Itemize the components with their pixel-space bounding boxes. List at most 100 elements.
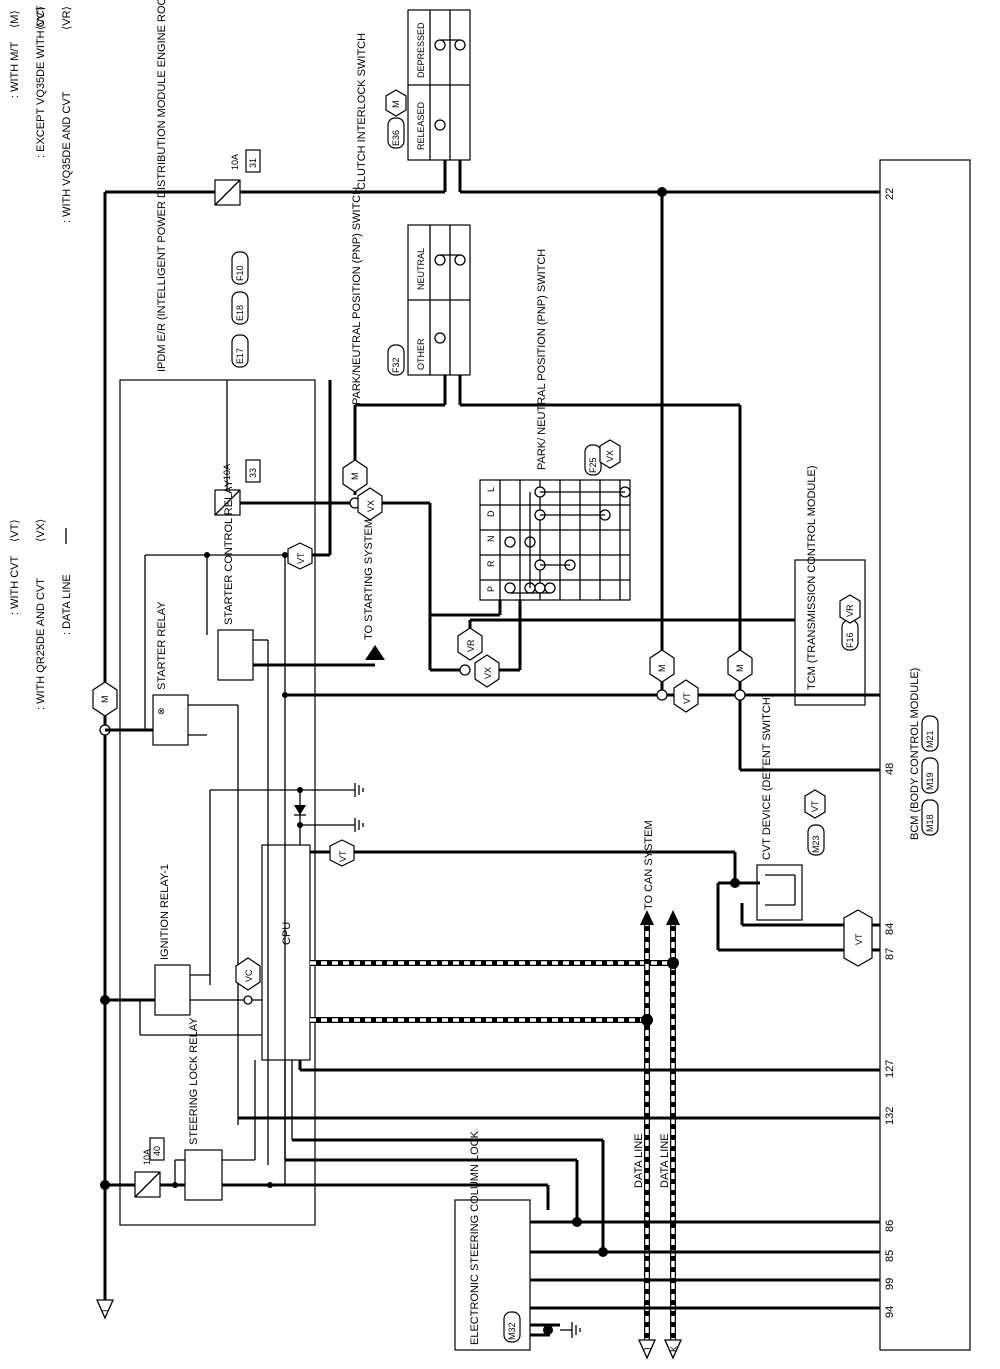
svg-text:99: 99	[884, 1278, 896, 1290]
svg-text:⟨VT⟩: ⟨VT⟩	[9, 519, 21, 542]
starter-relay: ⊗ STARTER RELAY	[152, 601, 189, 746]
ipdm-box	[119, 379, 316, 1226]
svg-text:22: 22	[884, 188, 896, 200]
svg-text:F10: F10	[235, 265, 245, 281]
svg-text:ELECTRONIC STEERING COLUMN LOC: ELECTRONIC STEERING COLUMN LOCK	[469, 1130, 481, 1345]
svg-text:DEPRESSED: DEPRESSED	[416, 22, 426, 78]
svg-text:M32: M32	[507, 1322, 517, 1340]
svg-text:132: 132	[884, 1107, 896, 1125]
svg-text:R: R	[486, 560, 496, 567]
svg-text:VT: VT	[682, 692, 692, 704]
svg-text:VR: VR	[466, 639, 476, 652]
svg-text:BCM (BODY CONTROL MODULE): BCM (BODY CONTROL MODULE)	[909, 668, 921, 840]
ipdm-connectors: E17 E18 F10	[231, 251, 249, 368]
svg-text:⟨VX⟩: ⟨VX⟩	[35, 519, 47, 542]
ground-1	[354, 783, 364, 797]
svg-text:M: M	[657, 665, 667, 673]
bcm-pins: 22 48 84 87 127 132 86 85 99 94	[884, 188, 896, 1318]
svg-text:STARTER RELAY: STARTER RELAY	[156, 601, 168, 690]
svg-text:E17: E17	[235, 348, 245, 364]
svg-text:10A: 10A	[230, 154, 240, 170]
svg-text:VX: VX	[483, 667, 493, 679]
svg-text:TCM (TRANSMISSION CONTROL MODU: TCM (TRANSMISSION CONTROL MODULE)	[806, 466, 818, 691]
starter-control-relay: STARTER CONTROL RELAY	[217, 479, 254, 681]
legend-vx: : WITH QR25DE AND CVT	[35, 578, 47, 710]
svg-text:M: M	[350, 473, 360, 481]
svg-text:NEUTRAL: NEUTRAL	[416, 248, 426, 290]
svg-text:D: D	[486, 510, 496, 517]
pnp-switch-cvt: P R N D L PARK/ NEUTRAL POSITION (PNP) S…	[479, 249, 631, 601]
svg-text:M19: M19	[925, 772, 935, 790]
legend-vt: : WITH CVT	[9, 555, 21, 615]
ignition-relay: IGNITION RELAY-1	[154, 864, 191, 1016]
svg-text:STARTER CONTROL RELAY: STARTER CONTROL RELAY	[223, 479, 235, 625]
ground-2	[354, 818, 364, 832]
svg-text:K: K	[669, 1346, 679, 1352]
svg-text:N: N	[486, 536, 496, 543]
svg-text:F25: F25	[588, 457, 598, 473]
svg-text:E36: E36	[391, 130, 401, 146]
svg-text:DATA LINE: DATA LINE	[633, 1133, 645, 1188]
svg-text:DATA LINE: DATA LINE	[659, 1133, 671, 1188]
fuse-40: 10A 40	[134, 1137, 165, 1198]
svg-text:VX: VX	[366, 500, 376, 512]
svg-text:⊗: ⊗	[156, 707, 166, 715]
svg-text:VT: VT	[810, 800, 820, 812]
svg-text:VT: VT	[296, 552, 306, 564]
legend-vr: : WITH VQ35DE AND CVT	[61, 91, 73, 223]
svg-text:RELEASED: RELEASED	[416, 101, 426, 150]
svg-text:33: 33	[248, 468, 258, 478]
svg-text:10A: 10A	[142, 1149, 152, 1165]
bcm-connectors: M18 M19 M21	[921, 715, 939, 836]
svg-text:84: 84	[884, 923, 896, 935]
svg-text:⟨M⟩: ⟨M⟩	[9, 10, 21, 28]
svg-text:TO STARTING SYSTEM: TO STARTING SYSTEM	[363, 519, 375, 640]
cvt-device-switch: CVT DEVICE (DETENT SWITCH) M23 VT	[756, 694, 826, 921]
svg-text:CPU: CPU	[281, 922, 293, 945]
svg-text:127: 127	[884, 1060, 896, 1078]
legend-m: : WITH M/T	[9, 42, 21, 98]
fuse-33: 10A 33	[214, 459, 261, 516]
svg-text:I: I	[101, 1309, 111, 1312]
svg-text:M18: M18	[925, 814, 935, 832]
svg-text:TO CAN SYSTEM: TO CAN SYSTEM	[643, 820, 655, 910]
svg-text:⟨VR⟩: ⟨VR⟩	[61, 6, 73, 30]
clutch-interlock-switch: RELEASED DEPRESSED CLUTCH INTERLOCK SWIT…	[356, 9, 471, 190]
svg-text:M: M	[100, 696, 110, 704]
svg-text:PARK/NEUTRAL POSITION (PNP) SW: PARK/NEUTRAL POSITION (PNP) SWITCH	[351, 187, 363, 405]
data-lines: J K DATA LINE DATA LINE TO CAN SYSTEM	[310, 820, 683, 1360]
svg-text:40: 40	[152, 1146, 162, 1156]
svg-text:⟨VC⟩: ⟨VC⟩	[35, 6, 47, 30]
escl-box: ELECTRONIC STEERING COLUMN LOCK M32	[454, 1130, 531, 1351]
svg-text:VT: VT	[854, 933, 864, 945]
svg-text:F32: F32	[391, 357, 401, 373]
svg-text:85: 85	[884, 1250, 896, 1262]
cpu-box: CPU	[261, 844, 311, 1061]
legend-vc: : EXCEPT VQ35DE WITH CVT	[35, 5, 47, 158]
svg-text:VC: VC	[244, 969, 254, 982]
svg-text:CLUTCH INTERLOCK SWITCH: CLUTCH INTERLOCK SWITCH	[356, 33, 368, 190]
steering-lock-relay: STEERING LOCK RELAY	[184, 1017, 223, 1201]
svg-text:48: 48	[884, 763, 896, 775]
svg-text:CVT DEVICE (DETENT SWITCH): CVT DEVICE (DETENT SWITCH)	[761, 694, 773, 860]
svg-text:E18: E18	[235, 305, 245, 321]
fuse-31: 10A 31	[214, 149, 261, 206]
svg-text:IGNITION RELAY-1: IGNITION RELAY-1	[159, 864, 171, 960]
bcm-box	[879, 159, 971, 1351]
svg-text:VR: VR	[845, 604, 855, 617]
pnp-switch-mt: OTHER NEUTRAL PARK/NEUTRAL POSITION (PNP…	[351, 187, 471, 405]
svg-text:86: 86	[884, 1220, 896, 1232]
legend: ⟨M⟩ : WITH M/T ⟨VC⟩ : EXCEPT VQ35DE WITH…	[9, 5, 73, 710]
bcm-label: BCM (BODY CONTROL MODULE)	[909, 668, 921, 840]
tcm-box: TCM (TRANSMISSION CONTROL MODULE) F16 VR	[794, 466, 866, 706]
svg-text:IPDM E/R (INTELLIGENT POWER DI: IPDM E/R (INTELLIGENT POWER DISTRIBUTION…	[156, 0, 168, 372]
svg-text:31: 31	[248, 158, 258, 168]
svg-text:OTHER: OTHER	[416, 338, 426, 370]
svg-text:M23: M23	[811, 835, 821, 853]
svg-text:P: P	[486, 586, 496, 592]
svg-text:J: J	[643, 1348, 653, 1353]
svg-text:94: 94	[884, 1306, 896, 1318]
ipdm-label: IPDM E/R (INTELLIGENT POWER DISTRIBUTION…	[156, 0, 168, 372]
svg-text:M: M	[735, 665, 745, 673]
